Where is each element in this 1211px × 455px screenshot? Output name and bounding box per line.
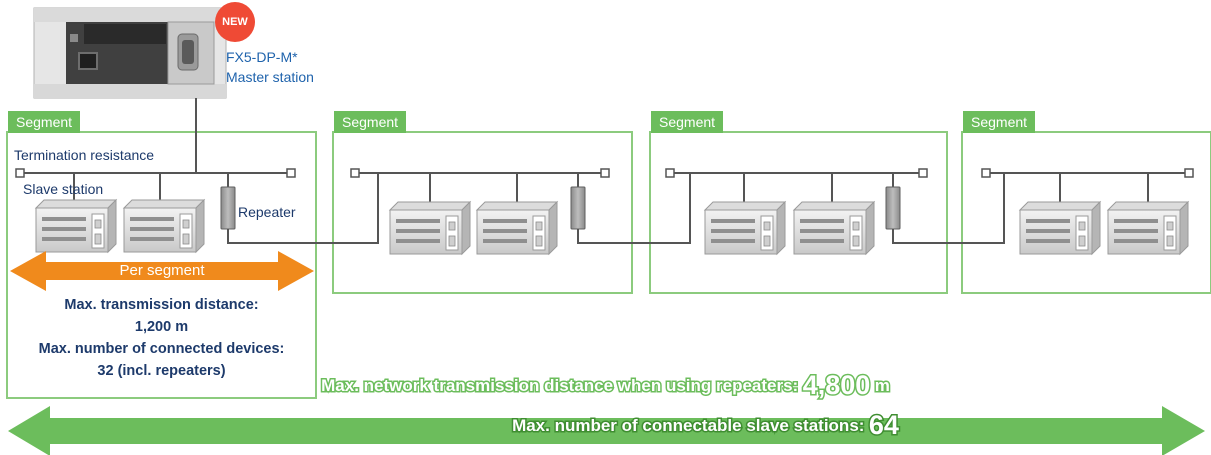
per-segment-notes: Max. transmission distance: 1,200 m Max.…	[7, 294, 316, 382]
network-distance-unit: m	[873, 375, 891, 397]
max-devices-value: 32 (incl. repeaters)	[97, 363, 226, 379]
segment-label-1: Segment	[8, 111, 81, 133]
segment-label-3: Segment	[651, 111, 724, 133]
network-distance-value: 4,800	[801, 369, 872, 402]
network-distance-text: Max. network transmission distance when …	[320, 375, 800, 397]
repeater-2	[570, 186, 586, 230]
per-segment-arrow	[10, 251, 314, 291]
repeater-1	[220, 186, 236, 230]
max-distance-label: Max. transmission distance:	[64, 297, 259, 313]
network-slaves-line: Max. number of connectable slave station…	[100, 409, 1211, 442]
repeater-label: Repeater	[238, 204, 296, 220]
new-badge: NEW	[215, 2, 255, 42]
master-role-label: Master station	[226, 69, 314, 85]
max-distance-value: 1,200 m	[134, 319, 189, 335]
network-distance-line: Max. network transmission distance when …	[0, 369, 1211, 402]
max-devices-label: Max. number of connected devices:	[38, 341, 285, 357]
network-arrow	[8, 406, 1205, 455]
master-unit	[33, 7, 227, 99]
repeater-3	[885, 186, 901, 230]
segment-label-4: Segment	[963, 111, 1036, 133]
slave-station-label: Slave station	[23, 181, 104, 197]
master-model-label: FX5-DP-M*	[226, 49, 298, 65]
network-slaves-value: 64	[867, 409, 900, 442]
per-segment-label: Per segment	[119, 262, 205, 279]
termination-resistance-label: Termination resistance	[14, 147, 155, 163]
network-slaves-text: Max. number of connectable slave station…	[511, 415, 866, 437]
segment-label-2: Segment	[334, 111, 407, 133]
